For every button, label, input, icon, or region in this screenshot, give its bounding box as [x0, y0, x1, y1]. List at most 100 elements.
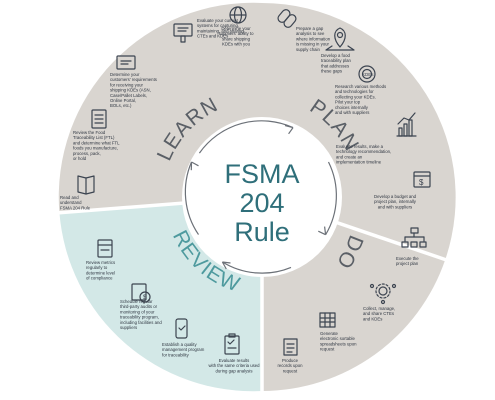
step-text-line: spreadsheets upon [320, 341, 357, 346]
step-text-line: and determine what FTL [73, 140, 120, 145]
cycle-arrows [184, 120, 337, 274]
step-text-line: Traceability List (FTL) [73, 135, 115, 140]
org-checklist-icon [401, 227, 427, 248]
step-text-line: Determine your [221, 26, 251, 31]
step-text-line: Develop a budget and [374, 194, 417, 199]
kdes-gear-icon: KDEs [358, 65, 376, 83]
step-text-line: CTEs and KDEs [197, 34, 228, 39]
step-text-line: monitoring of your [120, 309, 155, 314]
step-text-line: during gap analysis [215, 368, 252, 373]
step-text-line: Prepare a gap [296, 26, 324, 31]
step-text-line: and create an [336, 154, 363, 159]
step-text-line: that addresses [321, 63, 349, 68]
step-text-line: understand [60, 200, 82, 205]
step-text-line: Online Portal, [110, 98, 136, 103]
step-text-line: regularly to [86, 265, 108, 270]
step-text-line: and share CTEs [363, 311, 394, 316]
spreadsheet-icon [319, 312, 336, 328]
step-text-line: and with suppliers [335, 110, 369, 115]
step-text-line: or hold [73, 156, 87, 161]
chain-link-icon [277, 9, 297, 28]
audit-dollar-icon: $ [131, 283, 151, 303]
step-text-line: electronic sortable [320, 336, 355, 341]
step-text-line: supply chain [296, 47, 320, 52]
bar-chart-icon [396, 112, 417, 137]
step-text-line: share shipping [222, 36, 251, 41]
svg-text:KDEs: KDEs [362, 72, 374, 77]
step-text-line: traceability plan [321, 58, 351, 63]
step-text-line: Develop a food [321, 53, 351, 58]
center-title-fsma: FSMA [224, 159, 299, 189]
step-text-line: these gaps [321, 69, 342, 74]
center-title-204: 204 [239, 188, 284, 218]
arrow-do-to-review [222, 261, 292, 274]
step-text-line: Evaluate results [219, 358, 250, 363]
step-text-line: project plan, internally [374, 199, 417, 204]
step-text-line: Read and [60, 195, 79, 200]
location-pin-icon [325, 27, 355, 51]
step-text-line: Review the Food [73, 130, 106, 135]
step-text-line: Determine your [110, 72, 140, 77]
network-gear-icon [369, 283, 397, 305]
records-icon [283, 338, 298, 356]
labels-icon [116, 55, 136, 70]
binder-icon [97, 239, 113, 258]
arrow-review-to-learn [184, 161, 199, 235]
book-icon [77, 175, 95, 195]
step-text-line: Produce [282, 358, 299, 363]
step-text-line: customers' requirements [110, 77, 157, 82]
step-text-line: maintaining, and sharing [197, 28, 244, 33]
clipboard-icon [224, 333, 240, 355]
step-text-line: BOLs, etc.) [110, 103, 132, 108]
globe-icon [229, 6, 247, 24]
dollar-calendar-icon: $ [413, 171, 431, 188]
scanner-icon [173, 23, 193, 43]
step-text-line: choices internally [335, 105, 369, 110]
step-text-line: Evaluate results, make a [336, 144, 384, 149]
step-text-line: analysis to see [296, 31, 325, 36]
step-text-line: systems for capturing, [197, 23, 239, 28]
step-text-line: for receiving your [110, 82, 144, 87]
step-text-line: and KDEs [363, 316, 382, 321]
step-text-line: request [320, 347, 335, 352]
center-title-rule: Rule [234, 217, 290, 247]
step-text-line: foods you manufacture, [73, 146, 118, 151]
step-text-line: Establish a quality [162, 342, 197, 347]
step-text-line: Pilot your top [335, 100, 361, 105]
step-text-line: Collect, manage, [363, 306, 395, 311]
step-text-line: Generate [320, 331, 339, 336]
step-text-line: Schedule regular [120, 299, 153, 304]
svg-text:$: $ [143, 295, 147, 301]
step-text-line: suppliers' ability to [219, 31, 255, 36]
step-text-line: for traceability [162, 352, 190, 357]
step-text-line: Research various methods [335, 84, 386, 89]
step-text-line: and technologies for [335, 89, 374, 94]
step-text-line: request [283, 368, 298, 373]
step-text-line: FSMA 204 Rule [60, 205, 91, 210]
step-text-line: KDEs with you [222, 42, 251, 47]
step-text-line: records upon [277, 363, 303, 368]
step-text-line: traceability program, [120, 315, 159, 320]
step-text-line: Case/Pallet Labels, [110, 93, 147, 98]
step-text-line: where information [296, 36, 331, 41]
step-text-line: implementation timeline [336, 160, 382, 165]
arrow-learn-to-plan [198, 120, 294, 154]
step-text-line: third-party audits or [120, 304, 158, 309]
step-text-line: of compliance [86, 276, 113, 281]
step-text-line: technology recommendation, [336, 149, 391, 154]
step-text-line: Execute the [396, 256, 419, 261]
